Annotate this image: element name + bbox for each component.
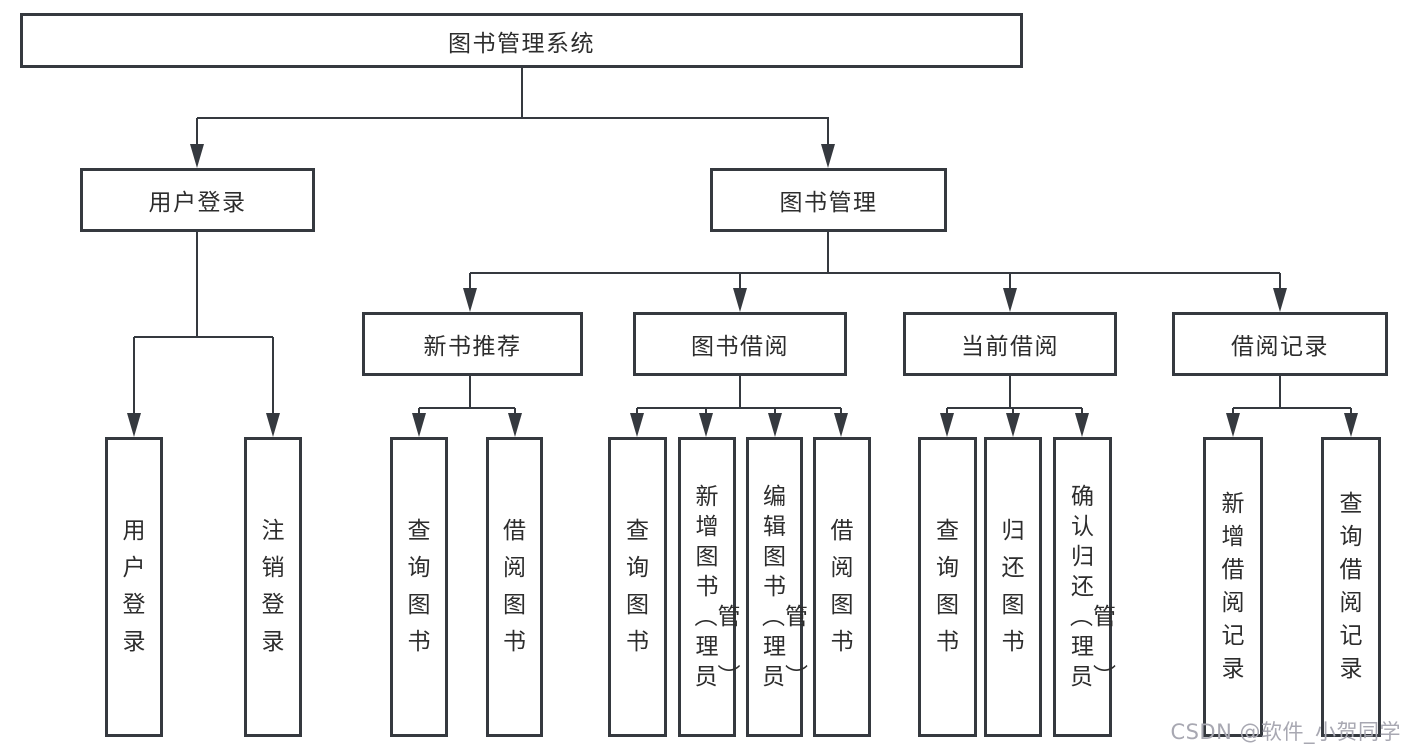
arrowhead-icon	[733, 288, 747, 312]
csdn-watermark: CSDN @软件_小贺同学	[1170, 720, 1401, 744]
arrowhead-icon	[768, 413, 782, 437]
leaf-edit-book-admin-label: 编辑图书︵管理员︶	[762, 484, 808, 690]
arrowhead-icon	[1226, 413, 1240, 437]
node-current-borrow-label: 当前借阅	[961, 334, 1059, 360]
leaf-borrow-book-label: 借阅图书	[830, 518, 854, 655]
leaf-borrow-book-recommend: 借阅图书	[486, 437, 543, 737]
connector-line	[1080, 408, 1084, 415]
arrowhead-icon	[699, 413, 713, 437]
connector-line	[195, 232, 199, 337]
arrowhead-icon	[834, 413, 848, 437]
leaf-borrow-book-recommend-label: 借阅图书	[503, 518, 526, 655]
connector-line	[195, 118, 199, 146]
arrowhead-icon	[940, 413, 954, 437]
leaf-query-book-borrow: 查询图书	[608, 437, 667, 737]
arrowhead-icon	[508, 413, 522, 437]
connector-line	[773, 408, 777, 415]
connector-line	[1008, 376, 1012, 408]
connector-line	[947, 406, 1082, 410]
arrowhead-icon	[190, 144, 204, 168]
leaf-query-borrow-record-label: 查询借阅记录	[1339, 491, 1363, 682]
connector-line	[132, 337, 136, 415]
node-book-management: 图书管理	[710, 168, 947, 232]
connector-line	[704, 408, 708, 415]
leaf-add-borrow-record-label: 新增借阅记录	[1221, 491, 1245, 682]
connector-line	[197, 116, 829, 120]
arrowhead-icon	[630, 413, 644, 437]
arrowhead-icon	[1075, 413, 1089, 437]
leaf-query-book-current: 查询图书	[918, 437, 977, 737]
leaf-query-book-recommend-label: 查询图书	[407, 518, 431, 655]
leaf-add-borrow-record: 新增借阅记录	[1203, 437, 1263, 737]
leaf-add-book-admin: 新增图书︵管理员︶	[678, 437, 741, 737]
connector-line	[839, 408, 843, 415]
node-new-book-recommend-label: 新书推荐	[423, 334, 522, 360]
connector-line	[1349, 408, 1353, 415]
connector-line	[419, 406, 515, 410]
connector-line	[738, 273, 742, 290]
connector-line	[945, 408, 949, 415]
leaf-query-book-borrow-label: 查询图书	[626, 518, 649, 655]
arrowhead-icon	[1344, 413, 1358, 437]
node-book-borrow: 图书借阅	[633, 312, 847, 376]
connector-line	[1278, 376, 1282, 408]
leaf-edit-book-admin: 编辑图书︵管理员︶	[746, 437, 808, 737]
leaf-return-book: 归还图书	[984, 437, 1042, 737]
node-book-management-label: 图书管理	[779, 190, 878, 216]
connector-line	[470, 271, 1280, 275]
leaf-confirm-return-admin-label: 确认归还︵管理员︶	[1070, 484, 1116, 690]
leaf-logout-label: 注销登录	[261, 518, 285, 655]
leaf-confirm-return-admin: 确认归还︵管理员︶	[1053, 437, 1116, 737]
node-current-borrow: 当前借阅	[903, 312, 1117, 376]
node-new-book-recommend: 新书推荐	[362, 312, 583, 376]
leaf-borrow-book: 借阅图书	[813, 437, 871, 737]
node-book-borrow-label: 图书借阅	[691, 334, 789, 360]
connector-line	[635, 408, 639, 415]
leaf-user-login: 用户登录	[105, 437, 163, 737]
arrowhead-icon	[127, 413, 141, 437]
connector-line	[134, 335, 273, 339]
node-user-login: 用户登录	[80, 168, 315, 232]
leaf-query-book-current-label: 查询图书	[936, 518, 959, 655]
node-borrow-record: 借阅记录	[1172, 312, 1388, 376]
arrowhead-icon	[266, 413, 280, 437]
connector-line	[520, 68, 524, 118]
leaf-query-book-recommend: 查询图书	[390, 437, 448, 737]
node-user-login-label: 用户登录	[148, 190, 247, 216]
connector-line	[417, 408, 421, 415]
node-borrow-record-label: 借阅记录	[1231, 334, 1329, 360]
arrowhead-icon	[821, 144, 835, 168]
connector-line	[468, 376, 472, 408]
leaf-logout: 注销登录	[244, 437, 302, 737]
connector-line	[1231, 408, 1235, 415]
node-root: 图书管理系统	[20, 13, 1023, 68]
connector-line	[1278, 273, 1282, 290]
node-root-label: 图书管理系统	[448, 30, 595, 57]
connector-line	[738, 376, 742, 408]
connector-line	[513, 408, 517, 415]
connector-line	[1233, 406, 1351, 410]
connector-line	[1011, 408, 1015, 415]
leaf-return-book-label: 归还图书	[1001, 518, 1025, 655]
arrowhead-icon	[412, 413, 426, 437]
arrowhead-icon	[1003, 288, 1017, 312]
connector-line	[826, 118, 830, 146]
leaf-query-borrow-record: 查询借阅记录	[1321, 437, 1381, 737]
leaf-user-login-label: 用户登录	[122, 518, 146, 655]
arrowhead-icon	[1006, 413, 1020, 437]
connector-line	[1008, 273, 1012, 290]
arrowhead-icon	[463, 288, 477, 312]
leaf-add-book-admin-label: 新增图书︵管理员︶	[694, 484, 741, 690]
connector-line	[468, 273, 472, 290]
connector-line	[637, 406, 841, 410]
arrowhead-icon	[1273, 288, 1287, 312]
connector-line	[826, 232, 830, 273]
connector-line	[271, 337, 275, 415]
